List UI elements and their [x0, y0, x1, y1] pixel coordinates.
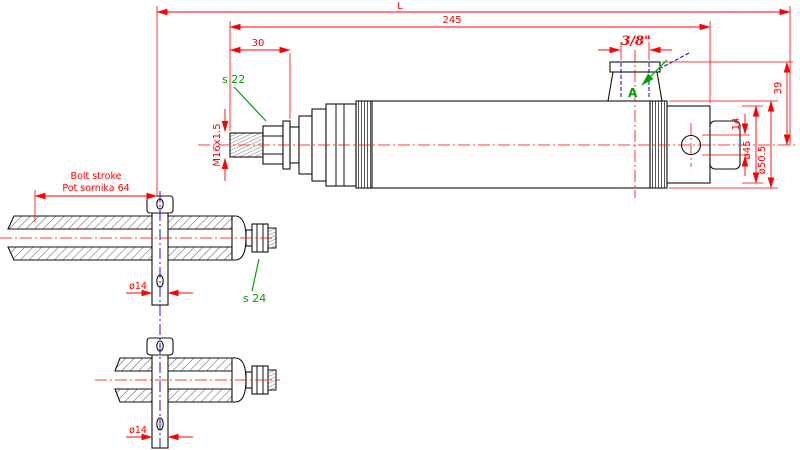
label-clevis-flats: s 24 [243, 292, 266, 305]
dim-body-length: 245 [442, 15, 461, 26]
dim-port-thread: 3/8" [621, 34, 651, 49]
dim-tube-diameter: ø50.5 [757, 146, 768, 174]
dim-rod-thread: M16x1.5 [212, 123, 223, 166]
label-rod-flats: s 22 [222, 73, 245, 86]
dim-pin-lower: ø14 [129, 425, 147, 436]
dim-cap-hole: 14 [731, 118, 742, 131]
centerlines [0, 50, 796, 448]
dim-pin-upper: ø14 [129, 281, 147, 292]
label-view-arrow: A [628, 86, 638, 100]
leader-rod-flats [233, 86, 267, 122]
cylinder-assembly [229, 52, 741, 189]
end-cap [666, 105, 741, 184]
note-bolt-stroke-sl: Pot sornika 64 [62, 183, 129, 194]
dimensions: L 245 30 3/8" M16x1.5 39 14 ø45 [34, 1, 793, 441]
annotations-green: s 22 s 24 A [222, 59, 668, 305]
cylinder-tube [355, 100, 668, 189]
fork-prong-bottom [114, 388, 233, 403]
leader-clevis-flats [251, 258, 260, 292]
note-bolt-stroke-en: Bolt stroke [71, 171, 122, 182]
fork-prong-top [7, 215, 233, 230]
fork-prong-bottom [7, 246, 233, 261]
view-arrow-line [641, 59, 668, 86]
port-boss [607, 52, 690, 102]
dim-port-offset: 39 [773, 82, 784, 95]
dim-overall-length: L [397, 1, 403, 12]
dim-cap-diameter: ø45 [742, 141, 753, 160]
dim-rod-extension: 30 [252, 38, 265, 49]
clevis-upper [7, 195, 277, 306]
fork-prong-top [114, 357, 233, 372]
